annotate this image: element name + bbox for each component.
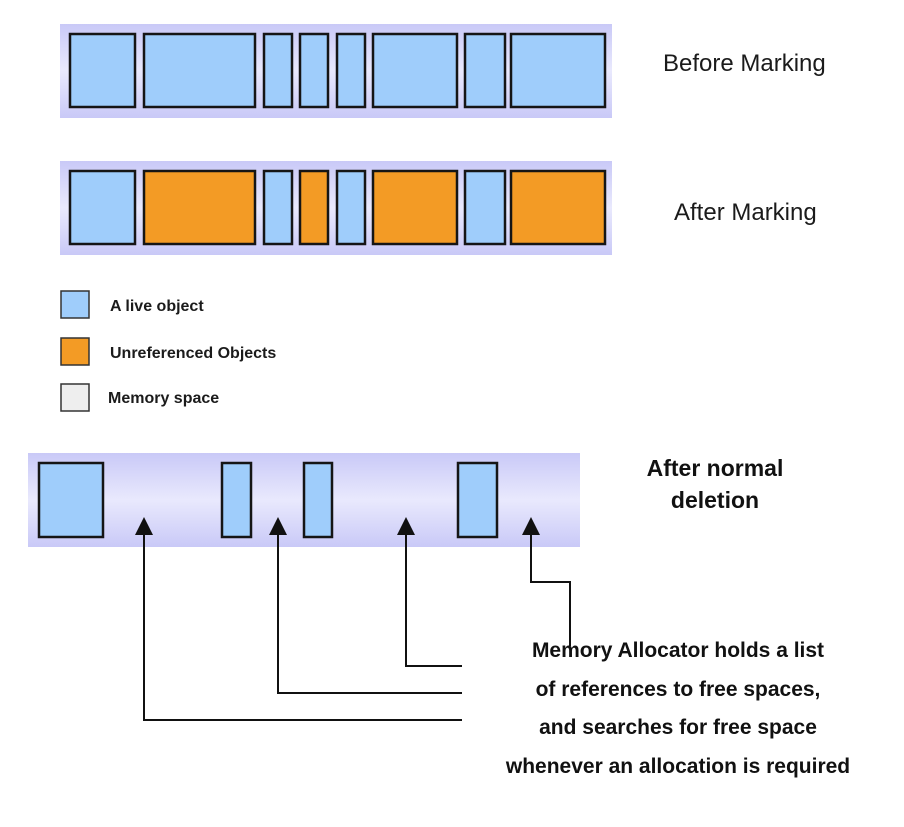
before-block-7-live <box>463 32 507 109</box>
legend-label-memory-space: Memory space <box>108 390 220 407</box>
after-block-1-live <box>68 169 137 246</box>
legend-label-unreferenced: Unreferenced Objects <box>110 345 277 362</box>
before-block-2-live <box>142 32 257 109</box>
allocator-note-line-3: and searches for free space <box>539 716 817 739</box>
before-block-4-live <box>298 32 330 109</box>
deletion-block-1-live <box>37 461 105 539</box>
free-space-pointer-arrow-2 <box>269 517 462 694</box>
after-block-5-live <box>335 169 367 246</box>
legend-swatch-live <box>60 290 90 319</box>
before-block-5-live <box>335 32 367 109</box>
allocator-note-line-1: Memory Allocator holds a list <box>531 639 825 662</box>
after-block-3-live <box>262 169 294 246</box>
after-marking-label: After Marking <box>674 199 817 226</box>
before-block-8-live <box>509 32 607 109</box>
before-block-3-live <box>262 32 294 109</box>
after-block-7-live <box>463 169 507 246</box>
after-block-6-unreferenced <box>371 169 459 246</box>
deletion-block-2-live <box>220 461 253 539</box>
allocator-note-line-2: of references to free spaces, <box>535 678 821 701</box>
before-block-6-live <box>371 32 459 109</box>
legend-swatch-memory_space <box>60 383 90 412</box>
after-block-2-unreferenced <box>142 169 257 246</box>
deletion-block-3-live <box>302 461 334 539</box>
deletion-block-4-live <box>456 461 499 539</box>
free-space-pointer-arrow-4 <box>522 517 571 646</box>
legend-label-live: A live object <box>110 298 204 315</box>
after-block-4-unreferenced <box>298 169 330 246</box>
before-block-1-live <box>68 32 137 109</box>
after-block-8-unreferenced <box>509 169 607 246</box>
legend-swatch-unreferenced <box>60 337 90 366</box>
free-space-pointer-arrow-1 <box>135 517 462 721</box>
allocator-note-line-4: whenever an allocation is required <box>505 755 851 778</box>
after-deletion-title-line1: After normal <box>646 455 784 481</box>
before-marking-label: Before Marking <box>663 50 826 77</box>
after-deletion-title-line2: deletion <box>670 487 760 513</box>
free-space-pointer-arrow-3 <box>397 517 462 667</box>
after-deletion-title: After normal deletion <box>610 452 820 516</box>
